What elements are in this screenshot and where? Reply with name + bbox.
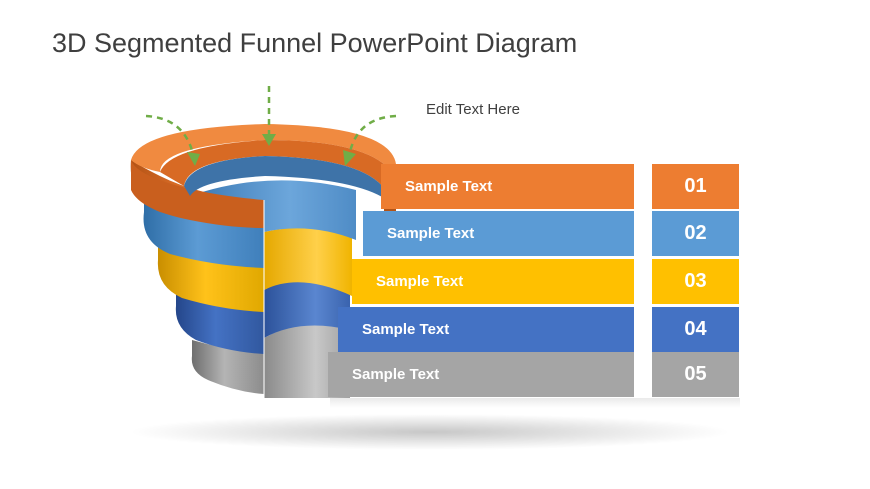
arrow-right-curve: [348, 114, 397, 153]
segment-bar-2: Sample Text: [363, 211, 634, 256]
segment-number-4: 04: [652, 307, 739, 352]
segment-bar-4: Sample Text: [338, 307, 634, 352]
segment-bar-1: Sample Text: [381, 164, 634, 209]
segment-orange-rim: [131, 124, 396, 180]
segment-label-1: Sample Text: [405, 178, 493, 195]
segment-bar-3: Sample Text: [352, 259, 634, 304]
inner-wall-dark-blue: [264, 274, 350, 338]
arrow-left-head: [187, 152, 200, 166]
inner-wall-blue: [190, 180, 356, 240]
segment-label-5: Sample Text: [352, 366, 440, 383]
bars-shadow: [330, 398, 740, 408]
segment-gray-shell: [191, 340, 264, 394]
arrow-straight-head: [262, 134, 276, 146]
segment-orange-inner-shade: [184, 156, 384, 198]
segment-number-3: 03: [652, 259, 739, 304]
segment-yellow-shell: [157, 240, 264, 312]
segment-orange-inner-wall: [160, 140, 396, 188]
segment-number-5: 05: [652, 352, 739, 397]
edit-text-label: Edit Text Here: [426, 101, 520, 118]
segment-orange-front: [131, 160, 264, 228]
segment-bar-5: Sample Text: [328, 352, 634, 397]
inner-wall-yellow: [264, 227, 352, 296]
segment-label-2: Sample Text: [387, 225, 475, 242]
arrow-left-curve: [145, 114, 195, 155]
arrow-right-head: [343, 150, 356, 166]
segment-number-2: 02: [652, 211, 739, 256]
floor-shadow: [130, 414, 730, 450]
segment-label-3: Sample Text: [376, 273, 464, 290]
slide-title: 3D Segmented Funnel PowerPoint Diagram: [52, 28, 578, 58]
segment-label-4: Sample Text: [362, 321, 450, 338]
segment-number-1: 01: [652, 164, 739, 209]
